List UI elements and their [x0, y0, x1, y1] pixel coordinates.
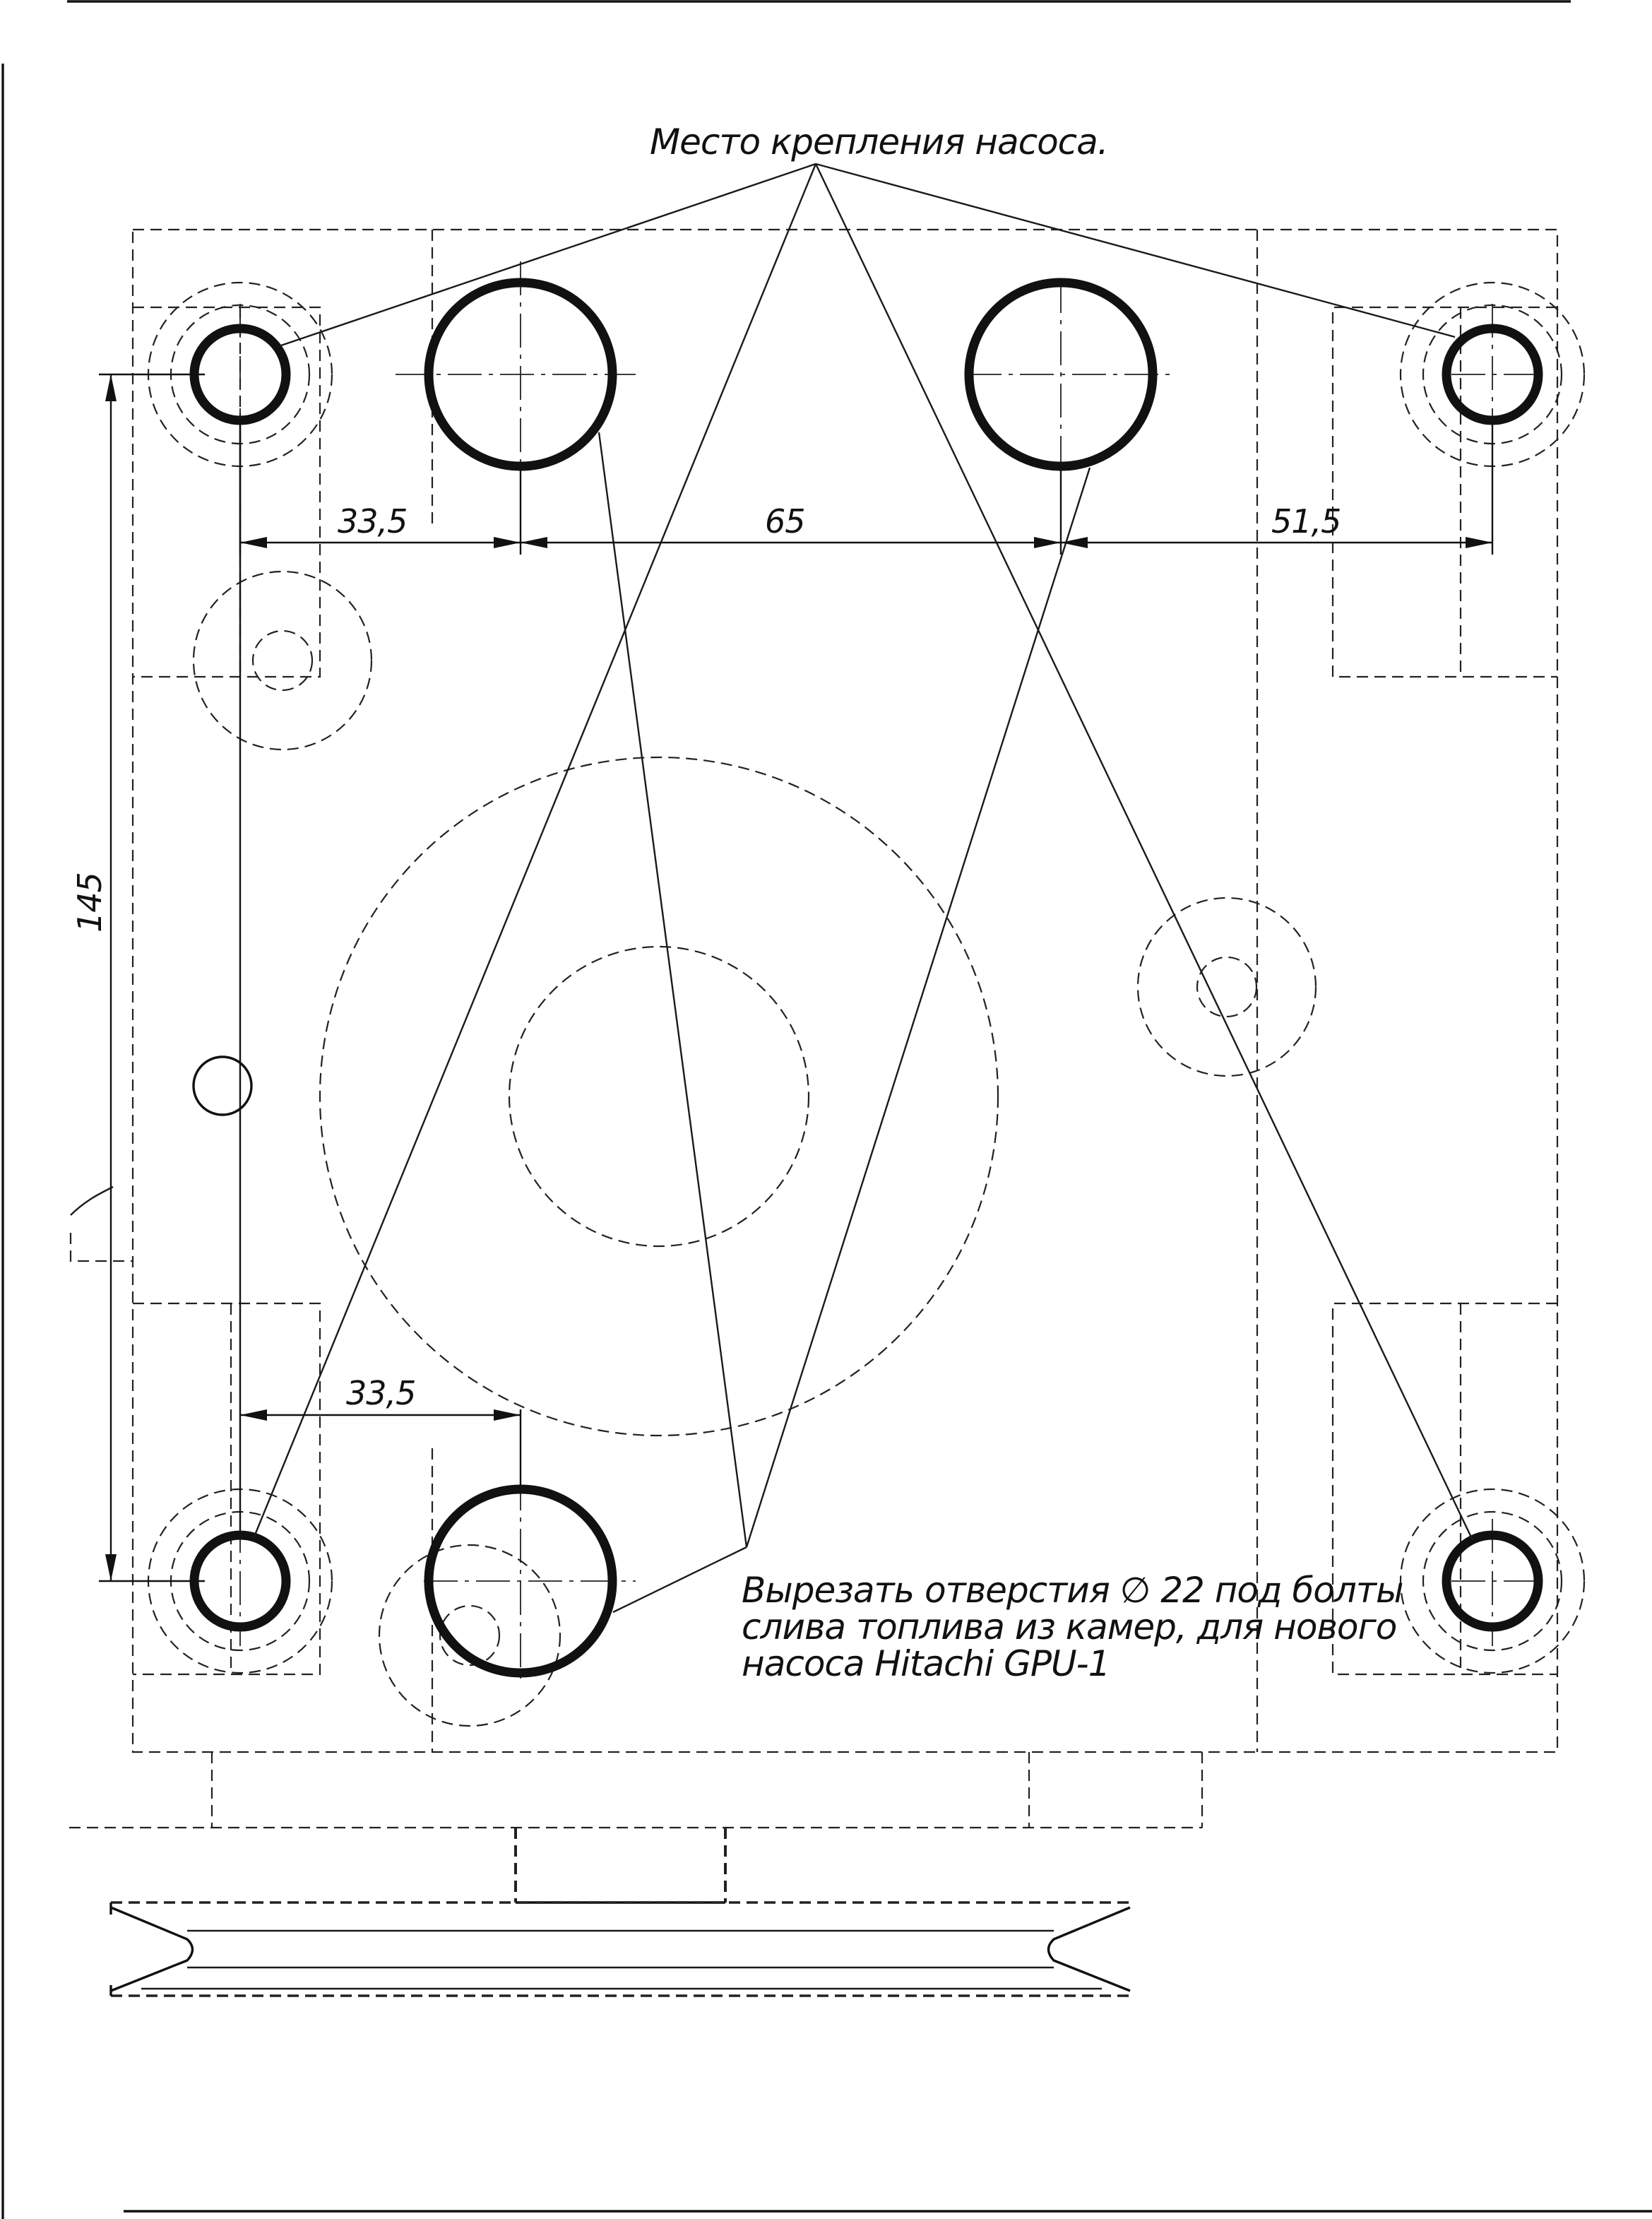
title-label: Место крепления насоса.: [650, 122, 1108, 162]
annotations: Место крепления насоса. Вырезать отверст…: [71, 122, 1403, 1684]
note-line-3: насоса Hitachi GPU-1: [742, 1643, 1110, 1684]
small-pin-hole: [192, 1055, 253, 1116]
dimension-lines: [99, 373, 1494, 1582]
center-lines: [239, 261, 1540, 1681]
dim-bottom-left: 33,5: [346, 1374, 415, 1412]
central-hidden-circles: [192, 570, 1317, 1727]
dim-vertical: 145: [71, 872, 109, 933]
dim-top-mid: 65: [765, 502, 805, 540]
leader-lines: [253, 162, 1474, 1614]
dim-top-right: 51,5: [1271, 502, 1341, 540]
note-line-2: слива топлива из камер, для нового: [742, 1606, 1396, 1647]
pump-mount-holes: [189, 278, 1543, 1678]
dim-top-left: 33,5: [338, 502, 407, 540]
note-line-1: Вырезать отверстия ∅ 22 под болты: [742, 1570, 1403, 1611]
hole-top-right-bolt: [1442, 324, 1543, 425]
corner-counterbores: [147, 281, 1586, 1674]
hole-bottom-right-bolt: [1442, 1530, 1543, 1632]
pulley-profile: [109, 1828, 1131, 1997]
